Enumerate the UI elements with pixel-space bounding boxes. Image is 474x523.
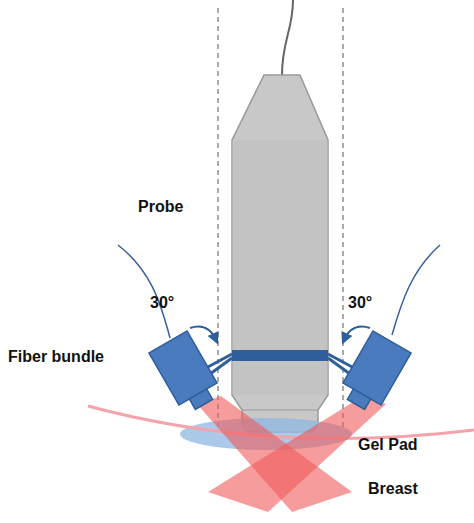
fiber-bundle — [149, 331, 223, 415]
holder-band — [232, 350, 328, 361]
part-label: Gel Pad — [358, 436, 418, 454]
angle-label: 30° — [348, 294, 372, 312]
probe-tip-line — [242, 410, 318, 411]
guide-line — [343, 8, 344, 430]
part-label: Breast — [368, 480, 418, 498]
fiber-bundle — [337, 331, 411, 415]
fiber-cable — [118, 245, 170, 338]
rotation-arrow — [344, 327, 370, 341]
probe-shade — [232, 140, 328, 395]
angle-label: 30° — [150, 294, 174, 312]
light-beam — [208, 396, 386, 512]
ultrasound-probe — [232, 75, 328, 432]
part-label: Fiber bundle — [8, 348, 104, 366]
part-label: Probe — [138, 198, 183, 216]
rotation-arrow — [190, 327, 216, 341]
fiber-cable — [392, 245, 440, 335]
breast-surface — [88, 406, 474, 438]
probe-cable — [282, 0, 293, 75]
